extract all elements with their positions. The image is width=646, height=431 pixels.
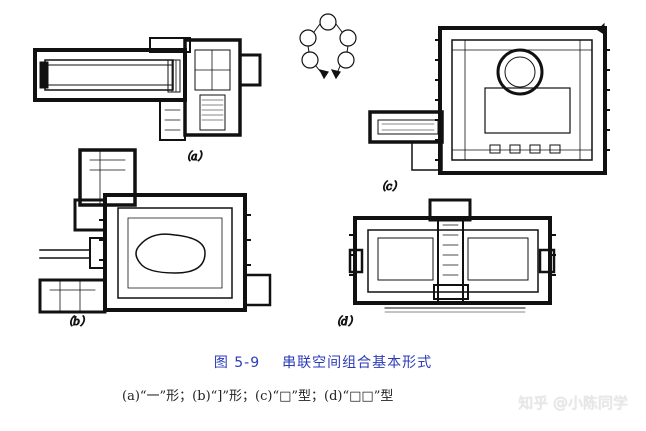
figure-title: 串联空间组合基本形式: [282, 355, 433, 371]
plan-a: [33, 37, 262, 141]
label-b: （b）: [62, 315, 91, 328]
figure-caption-title: 图 5-9 串联空间组合基本形式: [0, 352, 646, 372]
floor-plan-figure: （a）: [33, 13, 610, 329]
label-a: （a）: [180, 150, 209, 163]
circulation-diagram: [299, 13, 357, 80]
plan-b: [38, 148, 272, 314]
label-d: （d）: [330, 315, 359, 328]
plan-d: [348, 198, 556, 313]
plan-c: [368, 22, 610, 175]
watermark: 知乎 @小陈同学: [518, 394, 628, 412]
label-c: （c）: [375, 180, 403, 193]
figure-number: 图 5-9: [213, 355, 261, 371]
figure-caption-subtitle: (a)“一”形；(b)“]”形；(c)“□”型；(d)“□□”型: [122, 389, 394, 404]
